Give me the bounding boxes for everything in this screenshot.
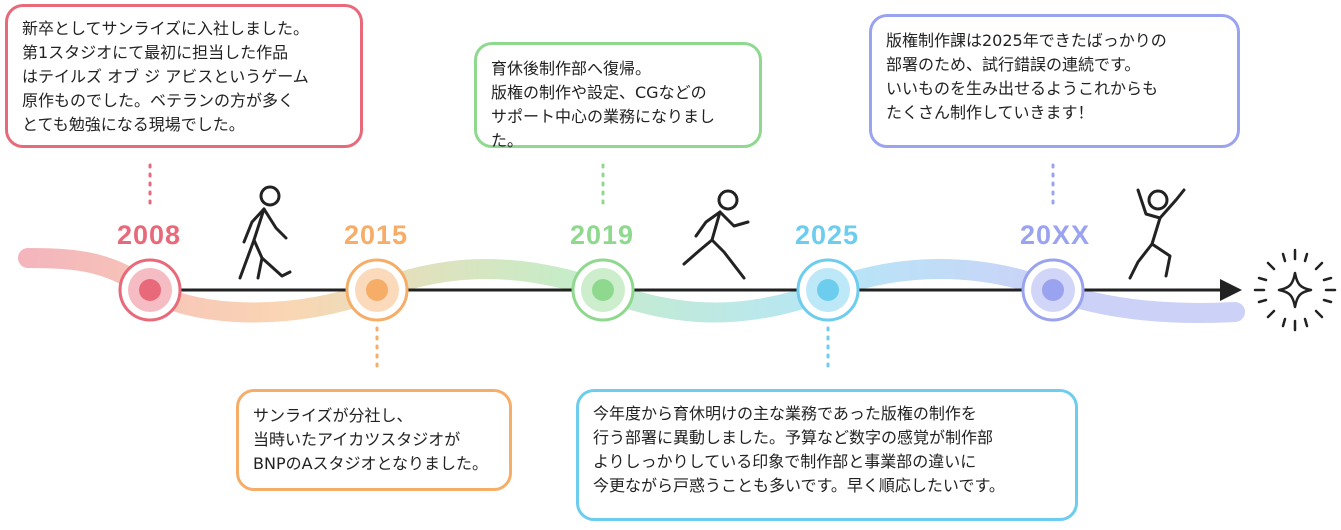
milestone-node-2008 xyxy=(118,258,182,322)
year-label-2008: 2008 xyxy=(117,220,182,250)
sparkle-star-icon xyxy=(1253,248,1337,332)
milestone-card-20XX: 版権制作課は2025年できたばっかりの 部署のため、試行錯誤の連続です。 いいも… xyxy=(869,14,1240,148)
milestone-card-2025: 今年度から育休明けの主な業務であった版権の制作を 行う部署に異動しました。予算な… xyxy=(576,389,1078,521)
timeline-arrow-head xyxy=(1220,279,1242,301)
year-label-2019: 2019 xyxy=(570,220,635,250)
jumping-person-icon xyxy=(1128,188,1186,280)
milestone-node-2025 xyxy=(796,258,860,322)
milestone-card-2015: サンライズが分社し、 当時いたアイカツスタジオが BNPのAスタジオとなりました… xyxy=(236,389,512,491)
milestone-node-2015 xyxy=(345,258,409,322)
year-label-2015: 2015 xyxy=(344,220,409,250)
year-label-20XX: 20XX xyxy=(1020,220,1091,250)
milestone-node-20XX xyxy=(1021,258,1085,322)
milestone-card-2008: 新卒としてサンライズに入社しました。 第1スタジオにて最初に担当した作品 はテイ… xyxy=(5,4,363,148)
walking-person-icon xyxy=(238,185,292,280)
milestone-card-2019: 育休後制作部へ復帰。 版権の制作や設定、CGなどの サポート中心の業務になりまし… xyxy=(474,42,762,150)
year-label-2025: 2025 xyxy=(795,220,860,250)
milestone-node-2019 xyxy=(571,258,635,322)
running-person-icon xyxy=(682,189,750,280)
